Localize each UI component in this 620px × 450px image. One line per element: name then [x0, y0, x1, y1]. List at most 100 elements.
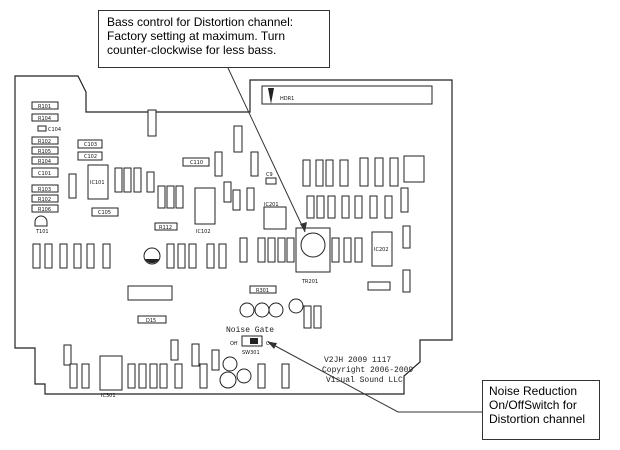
resistor-r113: [166, 185, 175, 209]
lower-left-resistors: [32, 243, 227, 269]
capacitor-c106: [133, 167, 142, 193]
resistor-r201: [232, 189, 241, 211]
capacitor-c211: [325, 159, 334, 187]
resistor-row-4: [73, 243, 82, 269]
chip-ic101: [87, 164, 109, 200]
label-r106: R106: [38, 207, 51, 213]
trimmer-tr201-knob: [300, 232, 326, 258]
capacitor-c110: [182, 157, 210, 167]
resistor-r209: [354, 195, 363, 219]
callout-noise-reduction: Noise Reduction On/OffSwitch for Distort…: [482, 380, 600, 440]
capacitor-c9: [265, 177, 277, 185]
capacitor-c107: [146, 171, 155, 193]
chip-ic2: [127, 285, 173, 301]
electrolytic-capacitor-c303: [239, 302, 255, 318]
bottom-component-row: IC301: [63, 339, 290, 399]
resistor-r110: [114, 167, 123, 193]
label-ic102: IC102: [196, 229, 211, 235]
resistor-r108: [214, 151, 223, 177]
electrolytic-capacitor-c310: [268, 302, 284, 318]
chip-ic102: [194, 187, 216, 225]
resistor-r102-b: [31, 194, 59, 203]
left-component-group: R101 R104 C104 R102 R105 R104 C101 R103 …: [31, 101, 61, 235]
capacitor-c102: [77, 151, 103, 161]
resistor-r114: [175, 185, 184, 209]
resistor-r104: [31, 156, 59, 165]
resistor-r208: [327, 195, 336, 219]
resistor-r303: [69, 363, 78, 389]
callout-bass-line1: Bass control for Distortion channel:: [107, 15, 294, 29]
resistor-row-1: [32, 243, 41, 269]
label-sw301: SW301: [242, 350, 260, 356]
resistor-row-8: [177, 243, 186, 269]
resistor-r102: [31, 136, 59, 145]
resistor-r107: [68, 173, 77, 199]
electrolytic-capacitor-c300: [236, 368, 252, 384]
board-text-line2: Copyright 2006-2009: [322, 366, 413, 375]
capacitor-c108: [147, 109, 157, 137]
resistor-r312: [281, 363, 290, 389]
electrolytic-capacitor-c5: [288, 298, 304, 314]
capacitor-c218: [403, 155, 425, 183]
resistor-r214: [402, 269, 411, 293]
resistor-r213: [354, 237, 363, 263]
capacitor-c212: [239, 237, 248, 263]
resistor-r205: [286, 237, 295, 263]
callout-bass-control: Bass control for Distortion channel: Fac…: [98, 10, 330, 68]
capacitor-c201: [223, 181, 232, 203]
capacitor-c302: [63, 344, 72, 366]
label-r112: R112: [159, 225, 172, 231]
label-r105: R105: [38, 149, 51, 155]
resistor-r310: [313, 305, 322, 329]
resistor-r104-top: [31, 113, 59, 122]
capacitor-c208: [257, 237, 266, 263]
capacitor-c216: [341, 195, 350, 219]
label-t101: T101: [35, 229, 49, 235]
callout-noise-line3: Distortion channel: [489, 412, 586, 426]
resistor-r105: [31, 146, 59, 155]
resistor-r212: [331, 237, 340, 263]
resistor-r302: [81, 363, 90, 389]
resistor-r311: [257, 363, 266, 389]
label-ic301: IC301: [101, 393, 116, 399]
capacitor-c103: [77, 139, 103, 149]
resistor-row-2: [44, 243, 53, 269]
capacitor-c210: [315, 159, 324, 187]
chip-ic301: [99, 355, 123, 391]
capacitor-c206: [246, 187, 255, 211]
hdr1-pin1-marker: [268, 88, 274, 104]
resistor-r210: [369, 195, 378, 219]
capacitor-c213: [339, 159, 349, 187]
board-outline: [14, 75, 453, 395]
resistor-r306: [138, 363, 147, 389]
resistor-r207: [316, 195, 325, 219]
resistor-r219: [400, 187, 409, 213]
capacitor-c215: [374, 157, 384, 187]
label-c104: C104: [48, 127, 61, 133]
label-tr201: TR201: [301, 279, 318, 285]
capacitor-c308: [170, 339, 179, 361]
capacitor-c217: [389, 157, 399, 187]
callout-noise-line1: Noise Reduction: [489, 384, 578, 398]
label-c105: C105: [98, 210, 111, 216]
label-c101: C101: [38, 171, 51, 177]
label-hdr1: HDR1: [280, 96, 294, 102]
resistor-r301: [249, 285, 277, 294]
capacitor-c205: [267, 237, 276, 263]
hdr1-header: [261, 85, 433, 105]
noise-gate-label: Noise Gate: [226, 326, 274, 335]
capacitor-c214: [359, 157, 369, 187]
transistor-t101: [34, 215, 48, 227]
leader-line-bass: [227, 67, 306, 233]
label-r104-top: R104: [38, 116, 51, 122]
resistor-row-10: [206, 243, 215, 269]
callout-noise-line2: On/OffSwitch for: [489, 398, 577, 412]
label-c102: C102: [84, 154, 97, 160]
capacitor-c101: [31, 167, 59, 178]
label-r102: R102: [38, 139, 51, 145]
resistor-row-5: [86, 243, 95, 269]
label-ic202: IC202: [374, 247, 389, 253]
resistor-r215: [402, 225, 411, 249]
resistor-row-7: [166, 243, 175, 269]
